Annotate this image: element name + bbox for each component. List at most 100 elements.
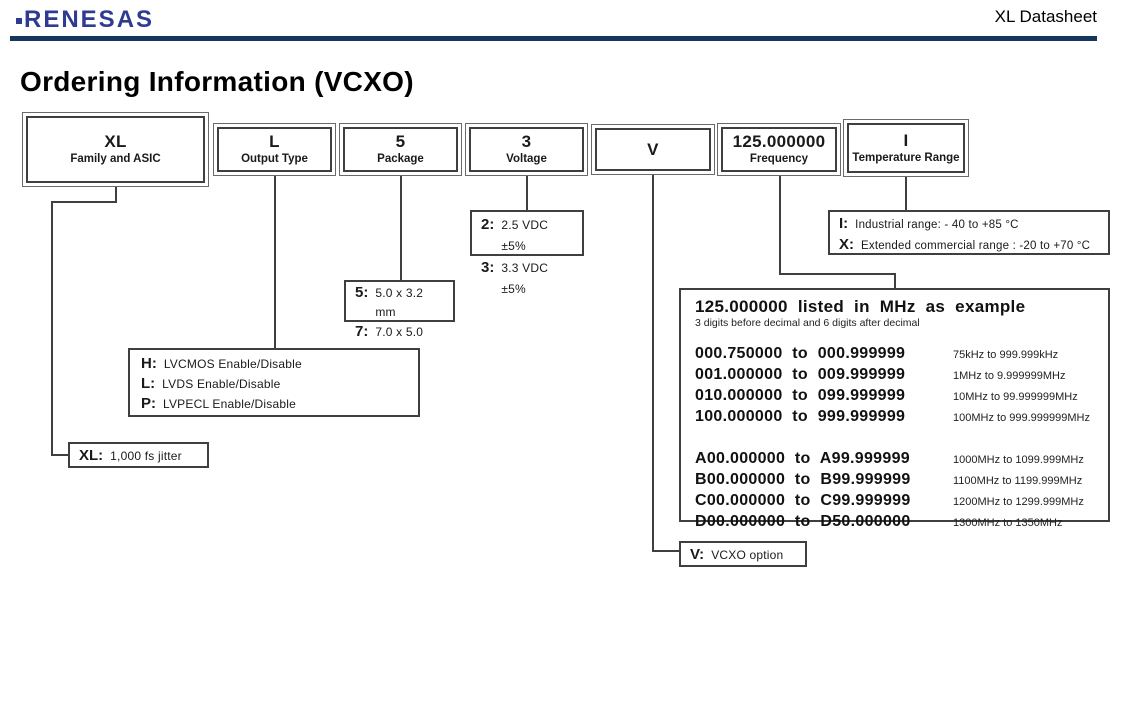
part-box-vcxo: V <box>591 124 715 175</box>
part-box-code: 3 <box>521 132 532 151</box>
callout-text: LVCMOS Enable/Disable <box>163 357 302 371</box>
frequency-row: A00.000000 to A99.999999 1000MHz to 1099… <box>695 449 1094 470</box>
callout-text: LVDS Enable/Disable <box>162 377 281 391</box>
part-box-code: V <box>647 139 659 159</box>
callout-key: XL: <box>79 446 104 464</box>
callout-item: I: Industrial range: - 40 to +85 °C <box>839 214 1099 235</box>
callout-key: P: <box>141 395 156 412</box>
frequency-subtitle: 3 digits before decimal and 6 digits aft… <box>695 317 920 329</box>
part-box-family-inner: XL Family and ASIC <box>26 116 205 183</box>
connector-line <box>51 201 53 456</box>
frequency-title: 125.000000 listed in MHz as example <box>695 297 1026 316</box>
part-box-temperature-inner: I Temperature Range <box>847 123 965 173</box>
frequency-range: 100.000000 to 999.999999 <box>695 408 906 425</box>
callout-item: X: Extended commercial range : -20 to +7… <box>839 235 1099 256</box>
logo-text: RENESAS <box>24 6 155 33</box>
frequency-row: 010.000000 to 099.999999 10MHz to 99.999… <box>695 386 1094 407</box>
callout-item: 2: 2.5 VDC ±5% <box>481 214 573 257</box>
connector-line <box>526 176 528 210</box>
connector-line <box>779 176 781 274</box>
frequency-row: D00.000000 to D50.000000 1300MHz to 1350… <box>695 512 1094 533</box>
callout-key: 7: <box>355 323 369 340</box>
callout-key: 2: <box>481 216 495 233</box>
callout-output-type: H: LVCMOS Enable/Disable L: LVDS Enable/… <box>128 348 420 417</box>
callout-text: Extended commercial range : -20 to +70 °… <box>861 240 1091 252</box>
part-box-voltage-inner: 3 Voltage <box>469 127 584 172</box>
callout-item: XL: 1,000 fs jitter <box>79 447 182 464</box>
frequency-note: 1100MHz to 1199.999MHz <box>953 475 1083 487</box>
callout-text: Industrial range: - 40 to +85 °C <box>855 219 1019 231</box>
frequency-range: 001.000000 to 009.999999 <box>695 366 906 383</box>
part-box-output-type: L Output Type <box>213 123 336 176</box>
callout-key: V: <box>690 545 705 563</box>
part-box-package: 5 Package <box>339 123 462 176</box>
logo-square-icon <box>16 18 22 24</box>
callout-text: LVPECL Enable/Disable <box>163 397 296 411</box>
callout-frequency: 125.000000 listed in MHz as example 3 di… <box>679 288 1110 530</box>
frequency-group-2: A00.000000 to A99.999999 1000MHz to 1099… <box>695 449 1094 533</box>
part-box-family: XL Family and ASIC <box>22 112 209 187</box>
part-box-label: Package <box>377 153 424 165</box>
callout-vcxo-option: V: VCXO option <box>679 541 807 567</box>
part-box-vcxo-inner: V <box>595 128 711 171</box>
part-box-code: 125.000000 <box>732 132 826 151</box>
callout-key: H: <box>141 355 157 372</box>
frequency-row: 000.750000 to 000.999999 75kHz to 999.99… <box>695 344 1094 365</box>
callout-voltage: 2: 2.5 VDC ±5% 3: 3.3 VDC ±5% <box>470 210 584 296</box>
part-box-label: Temperature Range <box>852 151 960 164</box>
part-box-code: L <box>269 132 280 151</box>
callout-key: L: <box>141 375 156 392</box>
doc-title: XL Datasheet <box>994 7 1097 26</box>
frequency-row: 001.000000 to 009.999999 1MHz to 9.99999… <box>695 365 1094 386</box>
callout-item: V: VCXO option <box>690 546 783 563</box>
part-box-label: Output Type <box>241 153 308 165</box>
callout-text: 3.3 VDC ±5% <box>501 261 549 296</box>
callout-key: X: <box>839 236 854 253</box>
frequency-range: 010.000000 to 099.999999 <box>695 387 906 404</box>
part-box-output-type-inner: L Output Type <box>217 127 332 172</box>
frequency-note: 10MHz to 99.999999MHz <box>953 391 1078 403</box>
part-box-frequency: 125.000000 Frequency <box>717 123 841 176</box>
part-box-frequency-inner: 125.000000 Frequency <box>721 127 837 172</box>
callout-text: 5.0 x 3.2 mm <box>375 286 424 319</box>
connector-line <box>779 273 896 275</box>
frequency-row: C00.000000 to C99.999999 1200MHz to 1299… <box>695 491 1094 512</box>
page-title: Ordering Information (VCXO) <box>20 66 414 97</box>
frequency-note: 75kHz to 999.999kHz <box>953 349 1059 361</box>
callout-key: 3: <box>481 259 495 276</box>
callout-item: 3: 3.3 VDC ±5% <box>481 257 573 300</box>
frequency-range: A00.000000 to A99.999999 <box>695 450 910 467</box>
header-rule <box>10 36 1097 41</box>
frequency-note: 100MHz to 999.999999MHz <box>953 412 1090 424</box>
callout-item: P: LVPECL Enable/Disable <box>141 394 407 414</box>
connector-line <box>51 454 69 456</box>
callout-family: XL: 1,000 fs jitter <box>68 442 209 468</box>
callout-key: I: <box>839 215 849 232</box>
connector-line <box>652 175 654 552</box>
part-box-label: Frequency <box>749 153 809 165</box>
part-box-label: Family and ASIC <box>70 153 161 165</box>
renesas-logo: RENESAS <box>16 6 155 34</box>
connector-line <box>115 187 117 203</box>
part-box-code: I <box>903 130 909 150</box>
part-box-label: Voltage <box>506 153 547 165</box>
callout-key: 5: <box>355 284 369 301</box>
part-box-code: 5 <box>395 132 406 151</box>
frequency-range: 000.750000 to 000.999999 <box>695 345 906 362</box>
frequency-note: 1MHz to 9.999999MHz <box>953 370 1066 382</box>
callout-text: 1,000 fs jitter <box>110 448 182 463</box>
frequency-range: D00.000000 to D50.000000 <box>695 513 911 530</box>
connector-line <box>894 273 896 288</box>
frequency-row: 100.000000 to 999.999999 100MHz to 999.9… <box>695 407 1094 428</box>
callout-package: 5: 5.0 x 3.2 mm 7: 7.0 x 5.0 mm <box>344 280 455 358</box>
frequency-note: 1200MHz to 1299.999MHz <box>953 496 1084 508</box>
callout-text: 2.5 VDC ±5% <box>501 218 549 253</box>
frequency-range: B00.000000 to B99.999999 <box>695 471 911 488</box>
frequency-note: 1000MHz to 1099.999MHz <box>953 454 1084 466</box>
connector-line <box>905 177 907 210</box>
connector-line <box>274 176 276 348</box>
callout-temperature: I: Industrial range: - 40 to +85 °C X: E… <box>828 210 1110 255</box>
part-box-code: XL <box>104 132 127 151</box>
frequency-note: 1300MHz to 1350MHz <box>953 517 1063 529</box>
